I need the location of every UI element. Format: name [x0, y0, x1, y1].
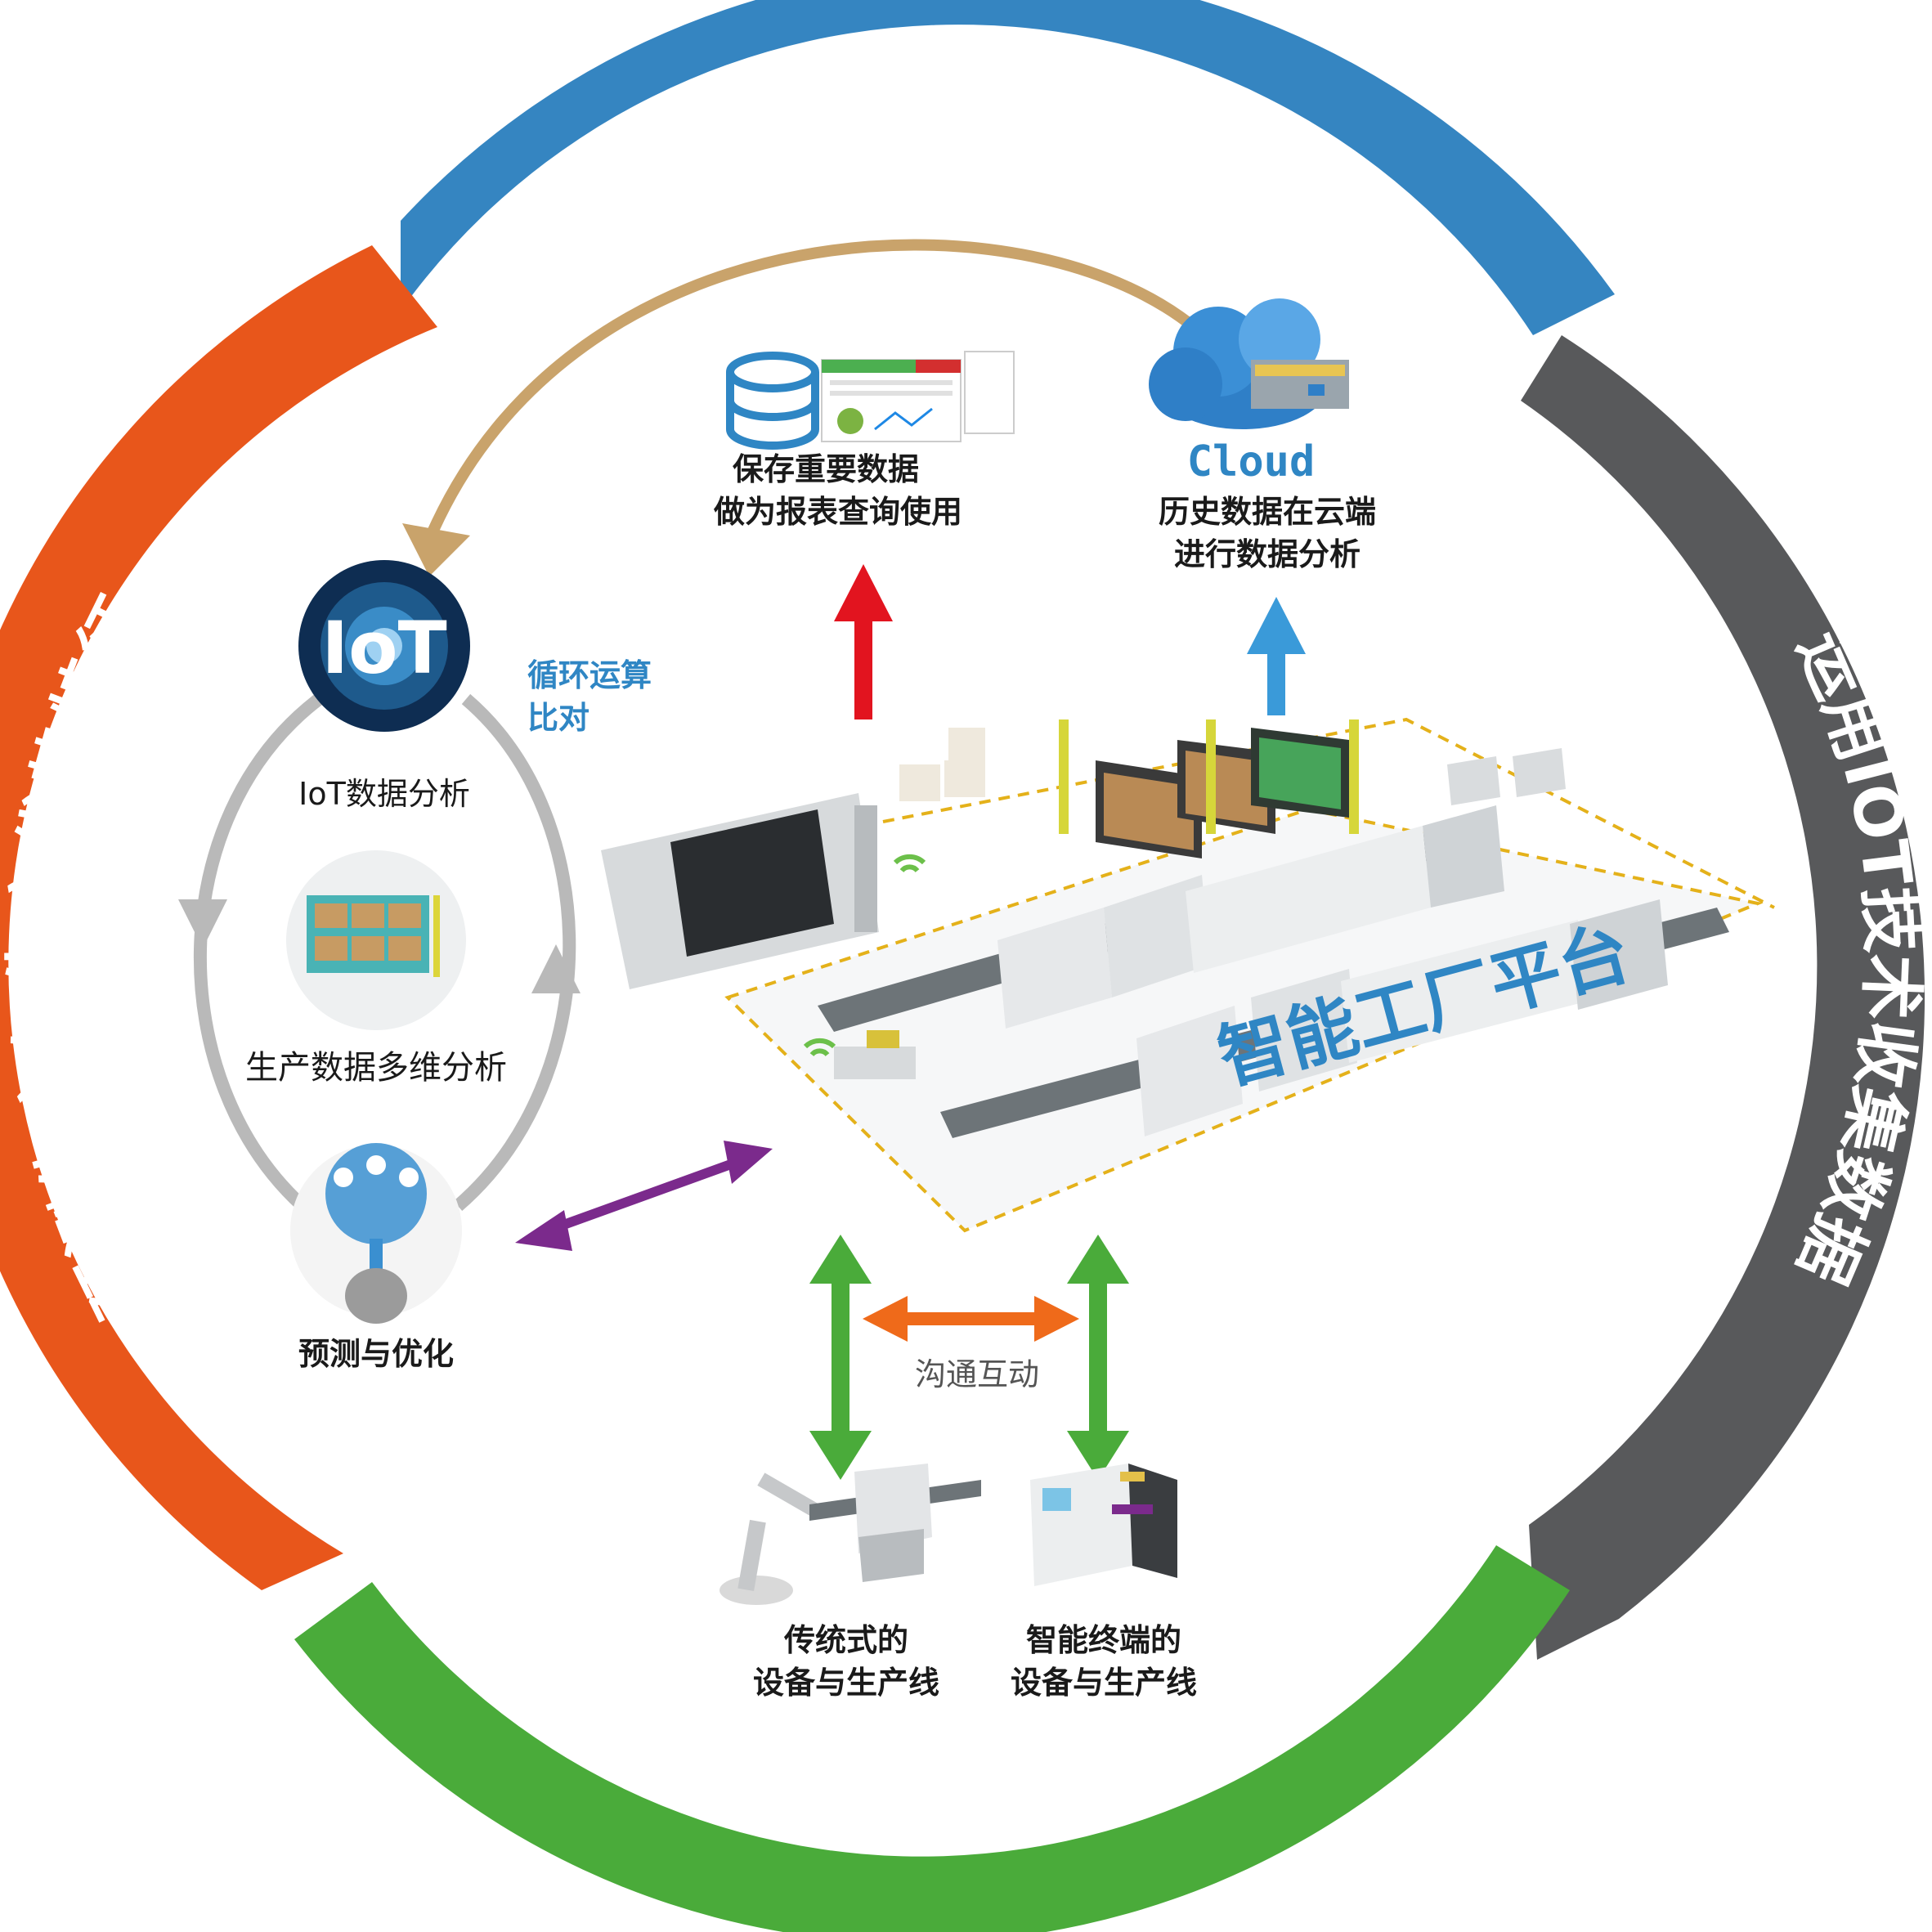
cloud-label-line1: 历史数据在云端 [1158, 494, 1376, 530]
smart-equipment-line2: 设备与生产线 [1010, 1665, 1197, 1701]
database-icon [726, 352, 819, 450]
inspection-stations [1447, 748, 1566, 805]
green-double-arrow-right [1067, 1235, 1129, 1480]
ring-segment-bottom [294, 1545, 1570, 1932]
report-dashboard-thumbnail [821, 351, 1015, 442]
loop-left-arc [193, 693, 323, 1211]
red-up-arrow [834, 564, 893, 719]
feedback-arrowhead [402, 523, 470, 576]
ring-segment-right [1521, 335, 1925, 1660]
feedback-curve-arrow [424, 239, 1198, 542]
ring-segment-top [401, 0, 1615, 335]
ring-title-bottom: 智能工厂智能制造 [676, 1689, 1237, 1822]
iot-analysis-label: IoT数据分析 [298, 776, 470, 812]
ring-segment-left [0, 245, 437, 1590]
smart-equipment-line1: 智能终端的 [1025, 1622, 1181, 1658]
cloud-storage-icon [1149, 298, 1349, 429]
ring-title-top: 生产数据多维分析 [661, 69, 1253, 204]
automated-storage-machine [601, 793, 879, 989]
loop-note-line2: 比对 [527, 700, 590, 736]
purple-double-arrow [515, 1141, 773, 1251]
loop-right-arc [453, 693, 576, 1212]
orange-double-arrow [863, 1296, 1079, 1342]
green-double-arrow-left [809, 1235, 872, 1480]
cloud-brand: Cloud [1186, 437, 1316, 486]
iot-badge-text: IoT [321, 606, 447, 690]
loop-right-arrowhead [531, 944, 580, 993]
predict-optimize-label: 预测与优化 [298, 1336, 454, 1372]
storage-label-line2: 做为报表查询使用 [713, 494, 962, 530]
storage-label-line1: 保存重要数据 [732, 451, 919, 487]
warehouse-racks [1059, 719, 1359, 858]
wifi-icon [803, 854, 926, 1057]
smt-production-line-lower [940, 899, 1729, 1138]
loop-note-line1: 循环运算 [527, 657, 652, 693]
warehouse-shelves-icon [286, 850, 466, 1030]
traditional-equipment-line2: 设备与生产线 [752, 1665, 939, 1701]
iot-globe-icon [298, 560, 470, 732]
communication-label: 沟通互动 [914, 1356, 1039, 1392]
warehouse-analysis-label: 生产数据多维分析 [245, 1049, 507, 1087]
agv-robot-cart [834, 1030, 916, 1079]
smart-terminal-machine [1030, 1464, 1177, 1586]
carton-boxes [899, 728, 985, 801]
loop-left-arrowhead [178, 899, 227, 948]
traditional-equipment-line1: 传统式的 [783, 1622, 908, 1658]
cloud-label-line2: 进行数据分析 [1173, 536, 1360, 572]
blue-up-arrow [1247, 597, 1306, 715]
smt-production-line-upper [818, 805, 1504, 1032]
robot-arm-equipment [719, 1464, 981, 1605]
prediction-brain-tree-icon [290, 1143, 462, 1324]
